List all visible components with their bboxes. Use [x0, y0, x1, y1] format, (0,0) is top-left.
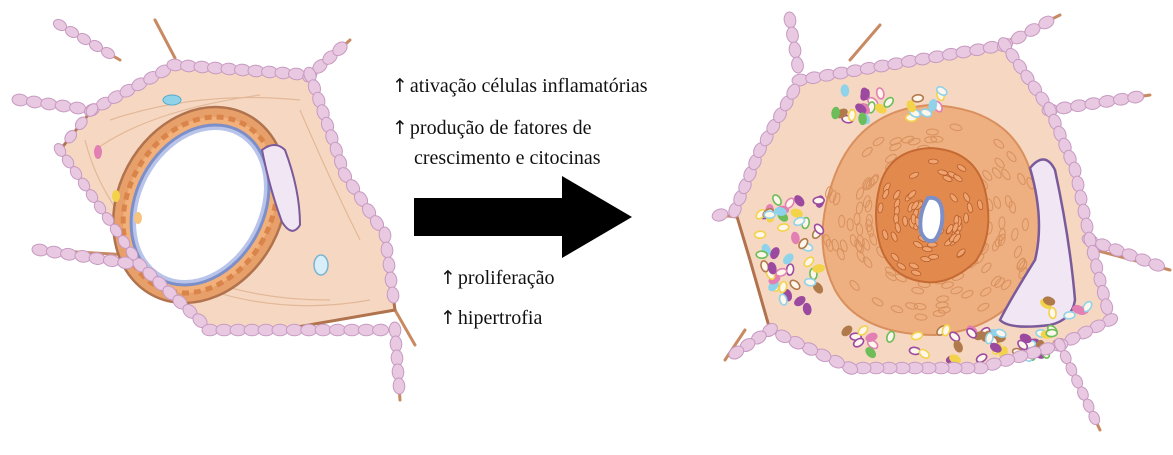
surrounding-cell: [783, 11, 797, 29]
remodeled-vessel-illustration: [711, 11, 1170, 430]
proliferating-cell: [964, 213, 969, 223]
surrounding-cell: [315, 324, 331, 336]
surrounding-cell: [373, 324, 389, 336]
up-arrow-icon: ↑: [392, 117, 408, 139]
inflammatory-cell: [754, 231, 765, 239]
proliferating-cell: [928, 254, 938, 259]
surrounding-cell: [26, 95, 43, 109]
surrounding-cell: [393, 378, 406, 395]
surrounding-cell: [344, 324, 360, 336]
inflammatory-cell: [764, 211, 775, 218]
surrounding-cell: [790, 56, 804, 74]
up-arrow-icon: ↑: [440, 267, 456, 289]
label-proliferation: ↑proliferação: [440, 266, 555, 290]
narrowed-lumen: [920, 198, 942, 241]
inflammatory-cell: [756, 251, 767, 259]
inflammatory-cell: [841, 85, 849, 97]
inflammatory-cell: [1046, 329, 1057, 337]
inflammatory-cell: [912, 94, 924, 102]
label-text: ativação células inflamatórias: [410, 75, 648, 97]
surrounding-cell: [1127, 90, 1145, 104]
surrounding-cell: [286, 324, 302, 336]
inflammatory-cell: [859, 113, 867, 124]
normal-vessel-illustration: [11, 17, 415, 400]
surrounding-cell: [788, 41, 802, 59]
inflammatory-cell: [786, 264, 794, 276]
proliferating-cell: [894, 214, 899, 224]
proliferating-cell: [927, 242, 937, 247]
resident-cell: [134, 212, 142, 224]
inflammatory-cell: [813, 197, 824, 205]
label-text: hipertrofia: [458, 307, 542, 329]
resident-cell: [314, 255, 328, 275]
surrounding-cell: [785, 26, 799, 44]
surrounding-cell: [11, 93, 28, 107]
inflammatory-cell: [1048, 307, 1056, 319]
up-arrow-icon: ↑: [392, 75, 408, 97]
label-inflammatory-activation: ↑ativação células inflamatórias: [392, 74, 648, 98]
resident-cell: [163, 95, 181, 105]
label-text: crescimento e citocinas: [414, 147, 601, 169]
surrounding-cell: [711, 207, 730, 223]
surrounding-cell: [40, 97, 57, 111]
surrounding-cell: [54, 99, 71, 113]
surrounding-cell: [301, 324, 317, 336]
label-text: proliferação: [458, 267, 555, 289]
inflammatory-cell: [848, 109, 856, 121]
up-arrow-icon: ↑: [440, 307, 456, 329]
surrounding-cell: [272, 324, 288, 336]
resident-cell: [94, 145, 102, 159]
label-growth-factor-production-cont: crescimento e citocinas: [414, 146, 601, 170]
surrounding-cell: [330, 324, 346, 336]
label-growth-factor-production: ↑produção de fatores de: [392, 116, 592, 140]
right-arrow: [414, 176, 632, 258]
label-hypertrophy: ↑hipertrofia: [440, 306, 542, 330]
resident-cell: [112, 190, 120, 202]
label-text: produção de fatores de: [410, 117, 592, 139]
inflammatory-cell: [1064, 311, 1076, 319]
surrounding-cell: [69, 101, 86, 115]
proliferating-cell: [928, 159, 938, 164]
surrounding-cell: [358, 324, 374, 336]
